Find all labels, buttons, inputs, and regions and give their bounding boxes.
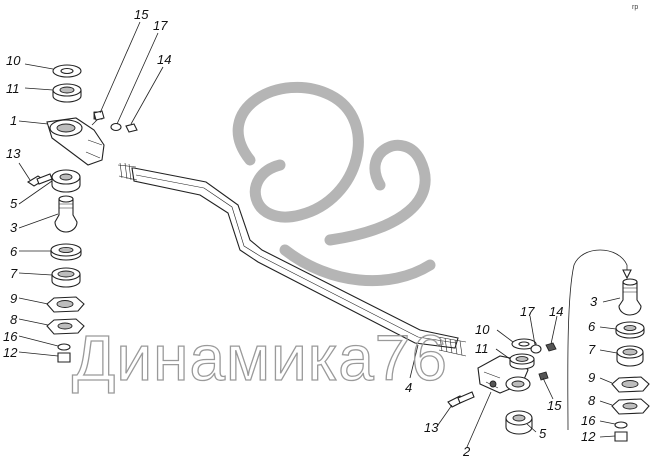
corner-mark: rp — [632, 4, 638, 11]
bolt-13-left — [26, 173, 53, 187]
grease-fitting-15-left — [93, 110, 105, 121]
ring-11-left — [52, 83, 82, 103]
insert-6-right — [615, 321, 645, 339]
callout-3-left: 3 — [10, 220, 18, 235]
washer-17-left — [110, 122, 122, 132]
washer-10-right — [511, 338, 537, 350]
callout-9-right: 9 — [588, 370, 595, 385]
insert-6-left — [50, 243, 82, 261]
callout-2: 2 — [462, 444, 471, 459]
nut-5-right — [505, 410, 533, 435]
small-parts-left-top — [93, 110, 138, 133]
callout-8-left: 8 — [10, 312, 18, 327]
callout-3-right: 3 — [590, 294, 598, 309]
callout-15-right: 15 — [547, 398, 562, 413]
callout-11-right: 11 — [475, 341, 489, 356]
bolt-12-left — [57, 352, 71, 363]
callout-8-right: 8 — [588, 393, 596, 408]
callout-16-left: 16 — [3, 329, 18, 344]
callout-15-left: 15 — [134, 7, 149, 22]
callout-labels: 15 17 14 10 11 1 13 5 3 6 7 9 8 16 12 4 … — [3, 7, 598, 459]
small-parts-right — [530, 342, 557, 381]
nut-14-left — [125, 123, 138, 133]
callout-1: 1 — [10, 113, 17, 128]
callout-14-left: 14 — [157, 52, 171, 67]
bolt-13-right — [447, 391, 475, 408]
gasket-8-left — [46, 318, 85, 335]
callout-11-left: 11 — [6, 81, 20, 96]
callout-5-left: 5 — [10, 196, 18, 211]
gasket-8-right — [611, 398, 650, 415]
callout-12-left: 12 — [3, 345, 18, 360]
callout-13-right: 13 — [424, 420, 439, 435]
transfer-arrowhead — [622, 269, 632, 280]
callout-10-left: 10 — [6, 53, 21, 68]
callout-10-right: 10 — [475, 322, 490, 337]
callout-17-left: 17 — [153, 18, 168, 33]
callout-16-right: 16 — [581, 413, 596, 428]
ball-pin-3-right — [618, 278, 642, 316]
grease-fitting-15-right — [538, 371, 549, 381]
ring-11-right — [509, 353, 535, 370]
watermark-text: Динамика76 — [72, 322, 448, 394]
watermark-logo — [232, 81, 436, 287]
callout-6-right: 6 — [588, 319, 596, 334]
ball-pin-3-left — [54, 195, 78, 233]
spring-7-left — [51, 267, 81, 288]
washer-17-right — [530, 344, 542, 354]
cover-9-left — [46, 296, 85, 313]
leader-lines — [18, 21, 621, 448]
callout-9-left: 9 — [10, 291, 17, 306]
washer-16-right — [614, 421, 628, 429]
washer-16-left — [57, 343, 71, 351]
cover-9-right — [611, 376, 650, 393]
callout-13-left: 13 — [6, 146, 21, 161]
nut-5-left — [51, 169, 81, 193]
callout-4: 4 — [405, 380, 412, 395]
tie-rod — [117, 162, 467, 357]
callout-6-left: 6 — [10, 244, 18, 259]
spring-7-right — [616, 345, 644, 367]
callout-7-left: 7 — [10, 266, 18, 281]
transfer-curve — [567, 249, 628, 431]
callout-14-right: 14 — [549, 304, 563, 319]
bolt-12-right — [614, 431, 628, 442]
washer-10-left — [52, 64, 82, 78]
callout-12-right: 12 — [581, 429, 596, 444]
callout-7-right: 7 — [588, 342, 596, 357]
callout-17-right: 17 — [520, 304, 535, 319]
nut-14-right — [545, 342, 557, 352]
callout-5-right: 5 — [539, 426, 547, 441]
